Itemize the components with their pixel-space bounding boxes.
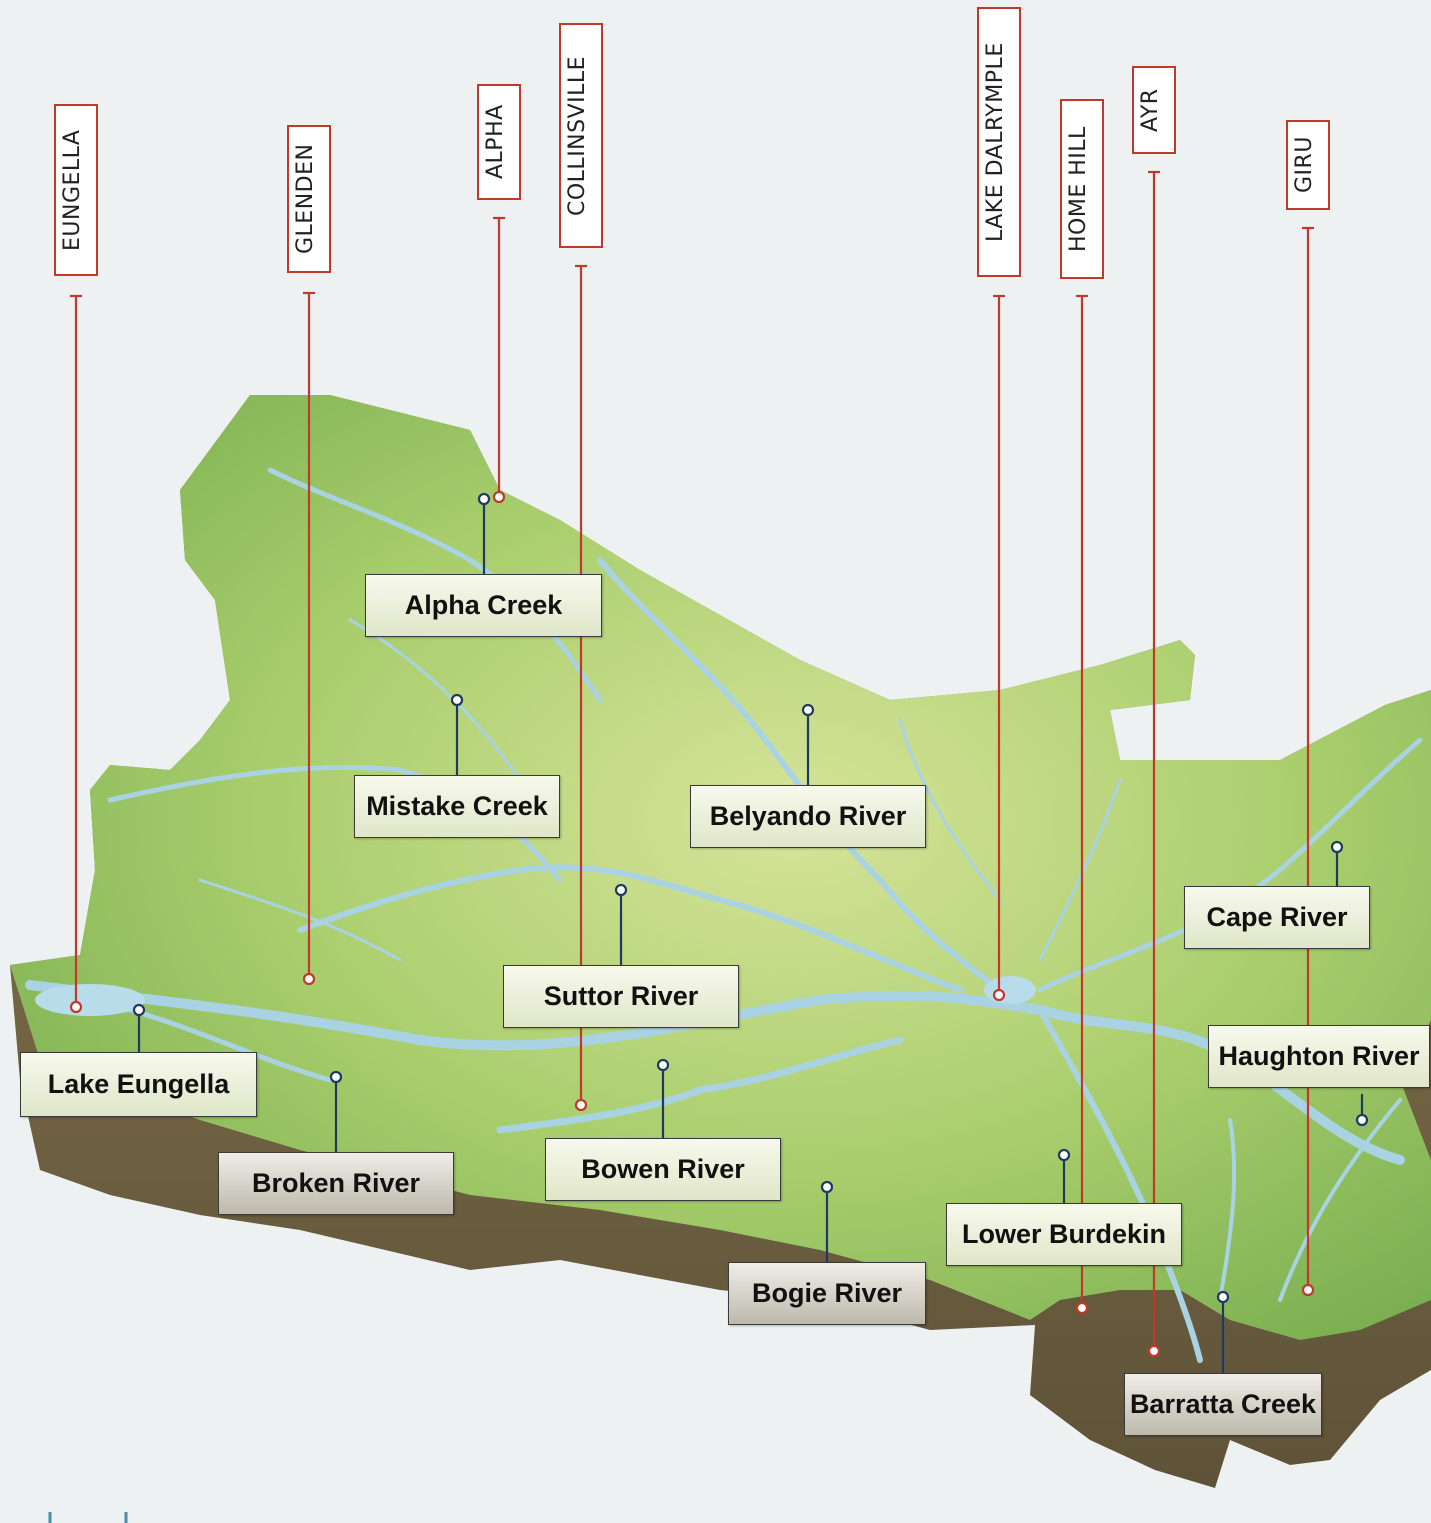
marker-barratta-creek (1216, 1290, 1230, 1304)
marker-giru (1301, 1283, 1315, 1297)
river-label-suttor-river: Suttor River (503, 965, 739, 1028)
river-suttor (297, 864, 963, 993)
marker-belyando-river (801, 703, 815, 717)
marker-lake-eungella (132, 1003, 146, 1017)
scale-fragment (48, 1512, 128, 1523)
town-label-glenden: GLENDEN (287, 125, 331, 273)
river-bowen (496, 1036, 904, 1134)
town-label-lake-dalrymple: LAKE DALRYMPLE (977, 7, 1021, 277)
marker-lower-burdekin (1057, 1148, 1071, 1162)
marker-alpha (492, 490, 506, 504)
river-haughton (1278, 1098, 1402, 1302)
marker-broken-river (329, 1070, 343, 1084)
river-label-belyando-river: Belyando River (690, 785, 926, 848)
lake-eungella-water (35, 984, 145, 1016)
river-label-broken-river: Broken River (218, 1152, 454, 1215)
river-label-mistake-creek: Mistake Creek (354, 775, 560, 838)
river-trib-4 (198, 878, 402, 962)
town-label-ayr: AYR (1132, 66, 1176, 154)
river-trib-3 (1038, 778, 1122, 962)
marker-alpha-creek (477, 492, 491, 506)
marker-bowen-river (656, 1058, 670, 1072)
marker-collinsville (574, 1098, 588, 1112)
town-label-eungella: EUNGELLA (54, 104, 98, 276)
marker-mistake-creek (450, 693, 464, 707)
river-label-bowen-river: Bowen River (545, 1138, 781, 1201)
river-barratta (1218, 1118, 1237, 1302)
river-label-bogie-river: Bogie River (728, 1262, 926, 1325)
town-label-alpha: ALPHA (477, 84, 521, 200)
river-trib-2 (898, 718, 1002, 902)
river-broken (127, 1007, 333, 1083)
marker-ayr (1147, 1344, 1161, 1358)
river-label-barratta-creek: Barratta Creek (1124, 1373, 1322, 1436)
town-label-home-hill: HOME HILL (1060, 99, 1104, 279)
marker-eungella (69, 1000, 83, 1014)
river-label-haughton-river: Haughton River (1208, 1025, 1430, 1088)
river-label-lake-eungella: Lake Eungella (20, 1052, 257, 1117)
lake-dalrymple-water (984, 976, 1036, 1004)
marker-haughton-river (1355, 1113, 1369, 1127)
marker-bogie-river (820, 1180, 834, 1194)
marker-home-hill (1075, 1301, 1089, 1315)
river-label-cape-river: Cape River (1184, 886, 1370, 949)
town-label-giru: GIRU (1286, 120, 1330, 210)
marker-cape-river (1330, 840, 1344, 854)
river-label-alpha-creek: Alpha Creek (365, 574, 602, 637)
marker-lake-dalrymple (992, 988, 1006, 1002)
location-markers (69, 490, 1369, 1358)
marker-glenden (302, 972, 316, 986)
marker-suttor-river (614, 883, 628, 897)
river-alpha (267, 467, 603, 703)
town-label-collinsville: COLLINSVILLE (559, 23, 603, 248)
river-label-lower-burdekin: Lower Burdekin (946, 1203, 1182, 1266)
